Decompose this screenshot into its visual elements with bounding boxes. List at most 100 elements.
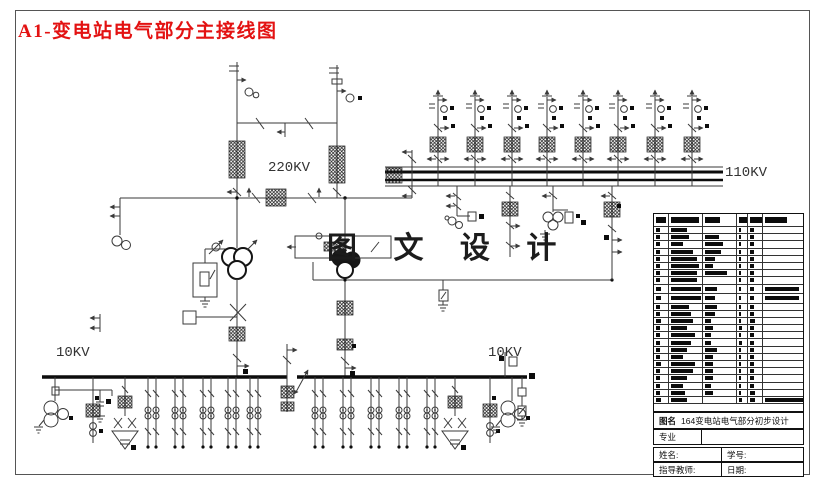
equipment-cell xyxy=(748,325,763,332)
drawing-name-value: 164变电站电气部分初步设计 xyxy=(681,415,789,426)
equipment-cell xyxy=(763,390,803,396)
equipment-cell xyxy=(748,277,763,284)
equipment-cell xyxy=(748,262,763,270)
equipment-cell xyxy=(669,234,704,241)
equipment-cell xyxy=(669,368,704,375)
equipment-row xyxy=(654,317,803,326)
equipment-cell xyxy=(748,284,763,293)
equipment-cell xyxy=(763,214,803,226)
equipment-cell xyxy=(703,317,737,325)
cell-text-bar xyxy=(749,383,754,388)
equipment-cell xyxy=(654,346,669,353)
equipment-row xyxy=(654,368,803,376)
equipment-row xyxy=(654,310,803,318)
equipment-cell xyxy=(703,294,737,303)
equipment-row xyxy=(654,234,803,242)
equipment-cell xyxy=(703,277,737,284)
equipment-cell xyxy=(737,368,748,375)
cell-text-bar xyxy=(749,228,754,233)
cell-text-bar xyxy=(670,326,687,331)
cell-text-bar xyxy=(738,340,742,345)
cell-text-bar xyxy=(670,228,687,233)
cell-text-bar xyxy=(749,296,754,301)
cell-text-bar xyxy=(738,235,741,240)
cell-text-bar xyxy=(705,333,712,338)
cell-text-bar xyxy=(705,242,724,247)
equipment-cell xyxy=(763,361,803,367)
name-label: 姓名: xyxy=(659,449,679,460)
equipment-cell xyxy=(669,284,704,293)
equipment-cell xyxy=(669,255,704,262)
busbar-10kv-right xyxy=(296,352,535,392)
equipment-cell xyxy=(737,234,748,241)
equipment-cell xyxy=(763,277,803,283)
equipment-cell xyxy=(703,248,737,255)
equipment-cell xyxy=(748,294,763,303)
cell-text-bar xyxy=(656,278,660,283)
equipment-cell xyxy=(703,346,737,353)
name-row: 姓名: 学号: xyxy=(653,447,804,462)
equipment-cell xyxy=(763,304,803,310)
cell-text-bar xyxy=(749,278,754,283)
equipment-cell xyxy=(748,361,763,368)
cell-text-bar xyxy=(656,304,660,309)
equipment-cell xyxy=(748,270,763,277)
cell-text-bar xyxy=(749,398,755,403)
equipment-cell xyxy=(669,332,704,339)
cell-text-bar xyxy=(670,362,695,367)
feeders-10kv-right xyxy=(311,376,531,451)
equipment-row xyxy=(654,346,803,354)
cell-text-bar xyxy=(738,286,741,291)
equipment-cell xyxy=(654,214,669,226)
equipment-cell xyxy=(737,317,748,325)
cell-text-bar xyxy=(738,278,741,283)
cell-text-bar xyxy=(738,376,741,381)
cell-text-bar xyxy=(656,249,660,254)
cell-text-bar xyxy=(656,340,660,345)
equipment-row xyxy=(654,382,803,390)
equipment-cell xyxy=(748,332,763,339)
equipment-cell xyxy=(763,339,803,345)
cell-text-bar xyxy=(749,304,754,309)
cell-text-bar xyxy=(749,369,754,374)
cell-text-bar xyxy=(656,390,660,395)
equipment-cell xyxy=(669,241,704,248)
equipment-cell xyxy=(669,389,704,396)
cell-text-bar xyxy=(738,383,741,388)
cell-text-bar xyxy=(656,362,661,367)
cell-text-bar xyxy=(738,249,741,254)
equipment-cell xyxy=(703,241,737,248)
major-row: 专业 xyxy=(653,429,804,445)
equipment-cell xyxy=(763,383,803,389)
cell-text-bar xyxy=(705,256,716,261)
equipment-cell xyxy=(703,303,737,310)
equipment-cell xyxy=(737,294,748,303)
equipment-cell xyxy=(654,241,669,248)
equipment-cell xyxy=(703,361,737,368)
equipment-row xyxy=(654,353,803,361)
equipment-cell xyxy=(763,234,803,240)
equipment-cell xyxy=(763,347,803,353)
cell-text-bar xyxy=(749,333,754,338)
equipment-cell xyxy=(737,241,748,248)
equipment-cell xyxy=(763,263,803,269)
equipment-cell xyxy=(763,241,803,247)
equipment-cell xyxy=(703,375,737,382)
equipment-cell xyxy=(737,353,748,360)
equipment-cell xyxy=(703,234,737,241)
equipment-cell xyxy=(748,353,763,360)
equipment-row xyxy=(654,241,803,249)
cell-text-bar xyxy=(749,217,762,223)
cell-text-bar xyxy=(670,264,699,269)
equipment-cell xyxy=(669,339,704,346)
divider xyxy=(701,430,702,444)
cell-text-bar xyxy=(705,235,720,240)
equipment-cell xyxy=(748,303,763,310)
equipment-cell xyxy=(748,234,763,241)
equipment-cell xyxy=(703,389,737,396)
cell-text-bar xyxy=(749,354,754,359)
busbar-110kv xyxy=(385,149,723,199)
equipment-cell xyxy=(654,277,669,284)
equipment-cell xyxy=(703,270,737,277)
equipment-row xyxy=(654,294,803,304)
